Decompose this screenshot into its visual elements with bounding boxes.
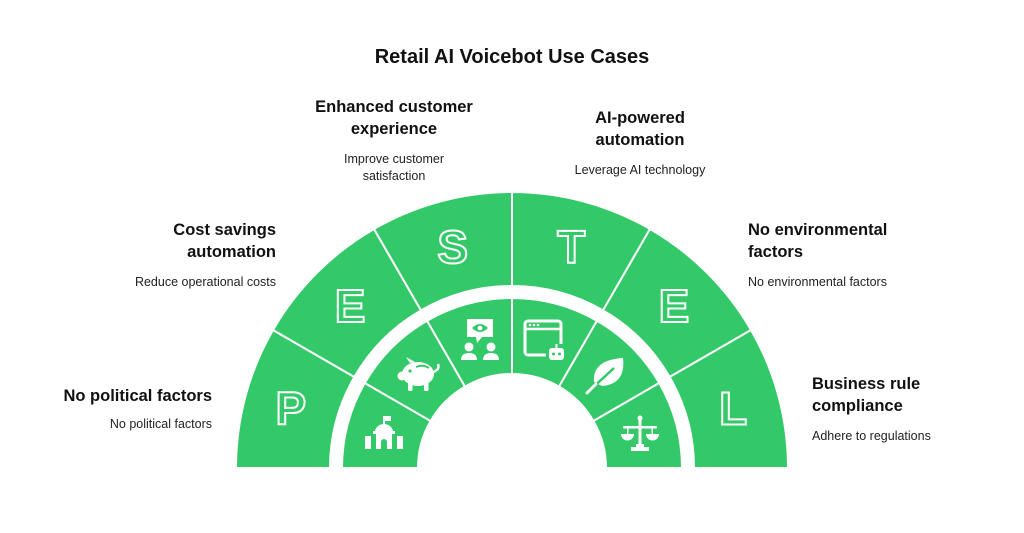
label-description: Adhere to regulations [812, 429, 931, 443]
label-environmental: No environmental factors No environmenta… [748, 219, 887, 291]
baseline-mask [200, 468, 824, 472]
label-economic: Cost savings automation Reduce operation… [135, 219, 276, 291]
piggy-bank-icon [397, 357, 440, 391]
pestel-letter-s: S [437, 221, 468, 273]
label-description: Leverage AI technology [574, 163, 706, 177]
label-description: No political factors [109, 417, 212, 431]
label-heading-line2: factors [748, 243, 804, 261]
diagram-title: Retail AI Voicebot Use Cases [374, 46, 650, 68]
label-heading: No political factors [63, 387, 212, 405]
leaf-icon [585, 358, 624, 395]
label-legal: Business rule compliance Adhere to regul… [812, 373, 931, 445]
label-heading-line2: experience [350, 120, 438, 138]
label-technological: AI-powered automation Leverage AI techno… [540, 107, 740, 179]
label-heading-line1: AI-powered [595, 109, 685, 127]
label-description-line2: satisfaction [362, 169, 426, 183]
scales-of-justice-icon [621, 415, 659, 451]
label-heading-line1: No environmental [748, 221, 888, 239]
label-description: Reduce operational costs [134, 275, 276, 289]
label-description-line1: Improve customer [343, 152, 445, 166]
people-eye-icon [461, 319, 499, 360]
school-building-icon [365, 416, 403, 449]
label-political: No political factors No political factor… [63, 385, 212, 433]
label-heading-line1: Business rule [812, 375, 921, 393]
label-heading-line2: compliance [812, 397, 903, 415]
label-heading-line2: automation [595, 131, 685, 149]
pestel-letter-e: E [335, 280, 366, 332]
label-heading-line1: Enhanced customer [315, 98, 473, 116]
pestel-letter-p: P [275, 383, 306, 435]
pestel-letter-l: L [719, 383, 747, 435]
browser-robot-icon [523, 319, 568, 361]
label-social: Enhanced customer experience Improve cus… [282, 96, 506, 185]
pestel-letter-e: E [659, 280, 690, 332]
label-heading-line2: automation [187, 243, 276, 261]
pestel-letter-t: T [557, 221, 585, 273]
label-heading-line1: Cost savings [173, 221, 276, 239]
label-description: No environmental factors [748, 275, 887, 289]
